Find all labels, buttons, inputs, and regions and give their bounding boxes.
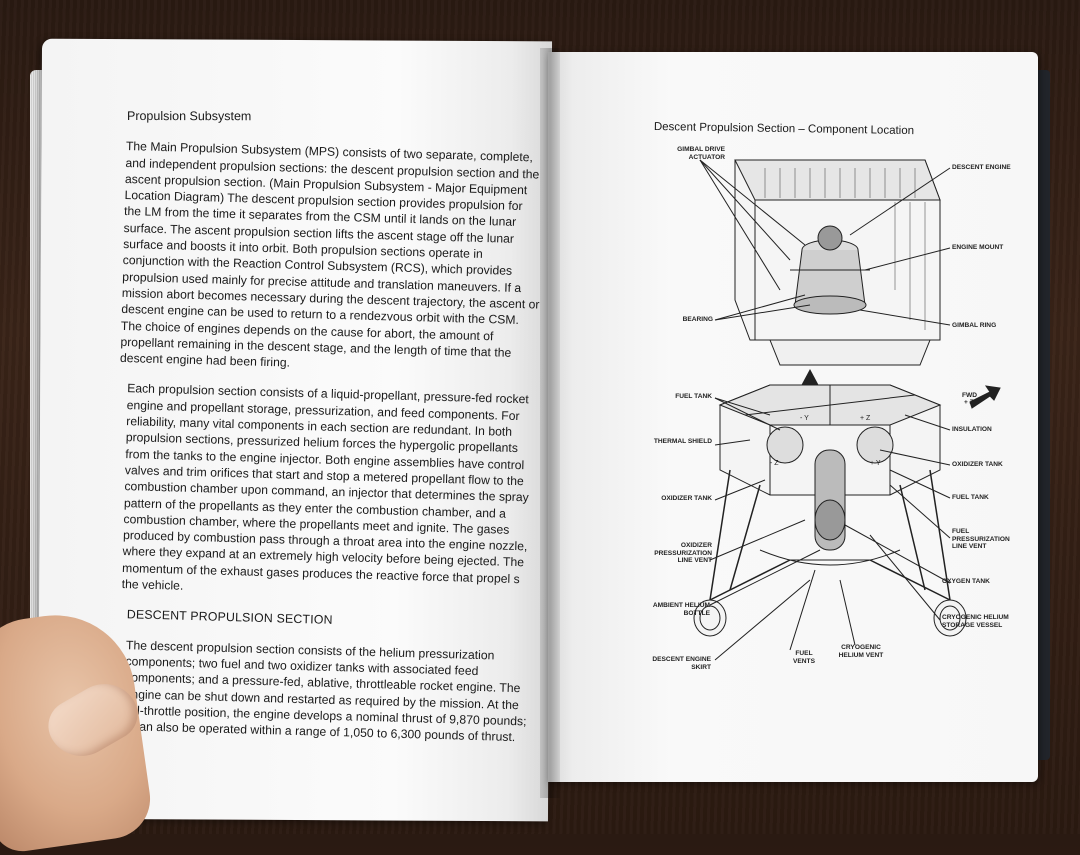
label-descent-engine: DESCENT ENGINE (952, 164, 1011, 171)
descent-stage-illustration: - Y + Z - Z + Y (693, 159, 1001, 661)
label-engine-mount: ENGINE MOUNT (952, 244, 1004, 251)
label-gimbal-ring: GIMBAL RING (952, 322, 997, 329)
section-heading: Propulsion Subsystem (126, 109, 252, 124)
paragraph: The Main Propulsion Subsystem (MPS) cons… (119, 139, 540, 370)
axis-label: - Y (800, 415, 809, 422)
label-oxidizer-tank-right: OXIDIZER TANK (952, 461, 1003, 468)
label-bearing: BEARING (682, 316, 713, 323)
label-ambient-helium-bottle: AMBIENT HELIUM BOTTLE (652, 602, 710, 617)
label-fuel-tank: FUEL TANK (675, 393, 712, 400)
label-cryogenic-helium-storage: CRYOGENIC HELIUM STORAGE VESSEL (942, 614, 1009, 629)
label-insulation: INSULATION (952, 426, 992, 433)
label-fwd: FWD (962, 392, 978, 399)
book-gutter (540, 48, 560, 798)
label-gimbal-drive-actuator: GIMBAL DRIVE ACTUATOR (677, 146, 725, 161)
subsection-heading: DESCENT PROPULSION SECTION (126, 607, 333, 628)
label-plus-z: + Z (964, 399, 974, 406)
label-oxidizer-tank-left: OXIDIZER TANK (661, 495, 712, 502)
label-oxidizer-pressurization-vent: OXIDIZER PRESSURIZATION LINE VENT (654, 542, 712, 564)
label-fuel-pressurization-vent: FUEL PRESSURIZATION LINE VENT (952, 528, 1010, 550)
axis-label: + Y (870, 460, 881, 467)
axis-label: + Z (860, 415, 871, 422)
label-cryogenic-helium-vent: CRYOGENIC HELIUM VENT (838, 644, 884, 659)
label-oxygen-tank: OXYGEN TANK (942, 578, 990, 585)
label-fuel-tank-right: FUEL TANK (952, 494, 989, 501)
paragraph: The descent propulsion section consists … (123, 637, 527, 745)
left-page-text: Propulsion Subsystem The Main Propulsion… (109, 108, 545, 760)
label-fuel-vents: FUEL VENTS (793, 650, 815, 665)
component-diagram: - Y + Z - Z + Y GIMBAL DRIVE ACTUATOR DE… (640, 140, 1020, 680)
paragraph: Each propulsion section consists of a li… (121, 381, 529, 593)
label-descent-engine-skirt: DESCENT ENGINE SKIRT (652, 656, 711, 671)
label-thermal-shield: THERMAL SHIELD (653, 438, 712, 445)
axis-label: - Z (770, 460, 779, 467)
